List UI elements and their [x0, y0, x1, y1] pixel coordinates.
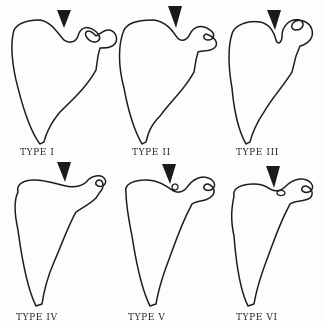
notch-arrow-type-5 — [162, 164, 176, 184]
panel-type-3 — [229, 10, 312, 144]
scapula-outline-type-1 — [12, 20, 117, 144]
scapula-outline-type-3 — [229, 20, 312, 144]
panel-type-2 — [120, 6, 217, 144]
panel-label-type-3: TYPE III — [236, 148, 279, 158]
panel-label-type-5: TYPE V — [128, 313, 166, 323]
notch-foramen-type-6 — [277, 190, 285, 195]
scapula-outline-type-2 — [120, 20, 217, 144]
panel-label-type-1: TYPE I — [20, 148, 55, 158]
panel-label-type-2: TYPE II — [132, 148, 171, 158]
panel-type-1 — [12, 10, 117, 144]
scapula-outline-type-6 — [232, 179, 313, 306]
panel-label-type-4: TYPE IV — [16, 313, 58, 323]
panel-type-5 — [126, 164, 215, 306]
notch-arrow-type-6 — [266, 166, 280, 188]
notch-arrow-type-1 — [57, 10, 71, 28]
notch-arrow-type-4 — [57, 162, 71, 182]
panel-type-6 — [232, 166, 313, 306]
scapula-outline-type-4 — [15, 176, 106, 306]
panel-label-type-6: TYPE VI — [236, 313, 278, 323]
panel-type-4 — [15, 162, 106, 306]
scapula-outline-type-5 — [126, 177, 215, 306]
notch-foramen-type-5 — [172, 184, 178, 190]
notch-arrow-type-2 — [168, 6, 182, 28]
